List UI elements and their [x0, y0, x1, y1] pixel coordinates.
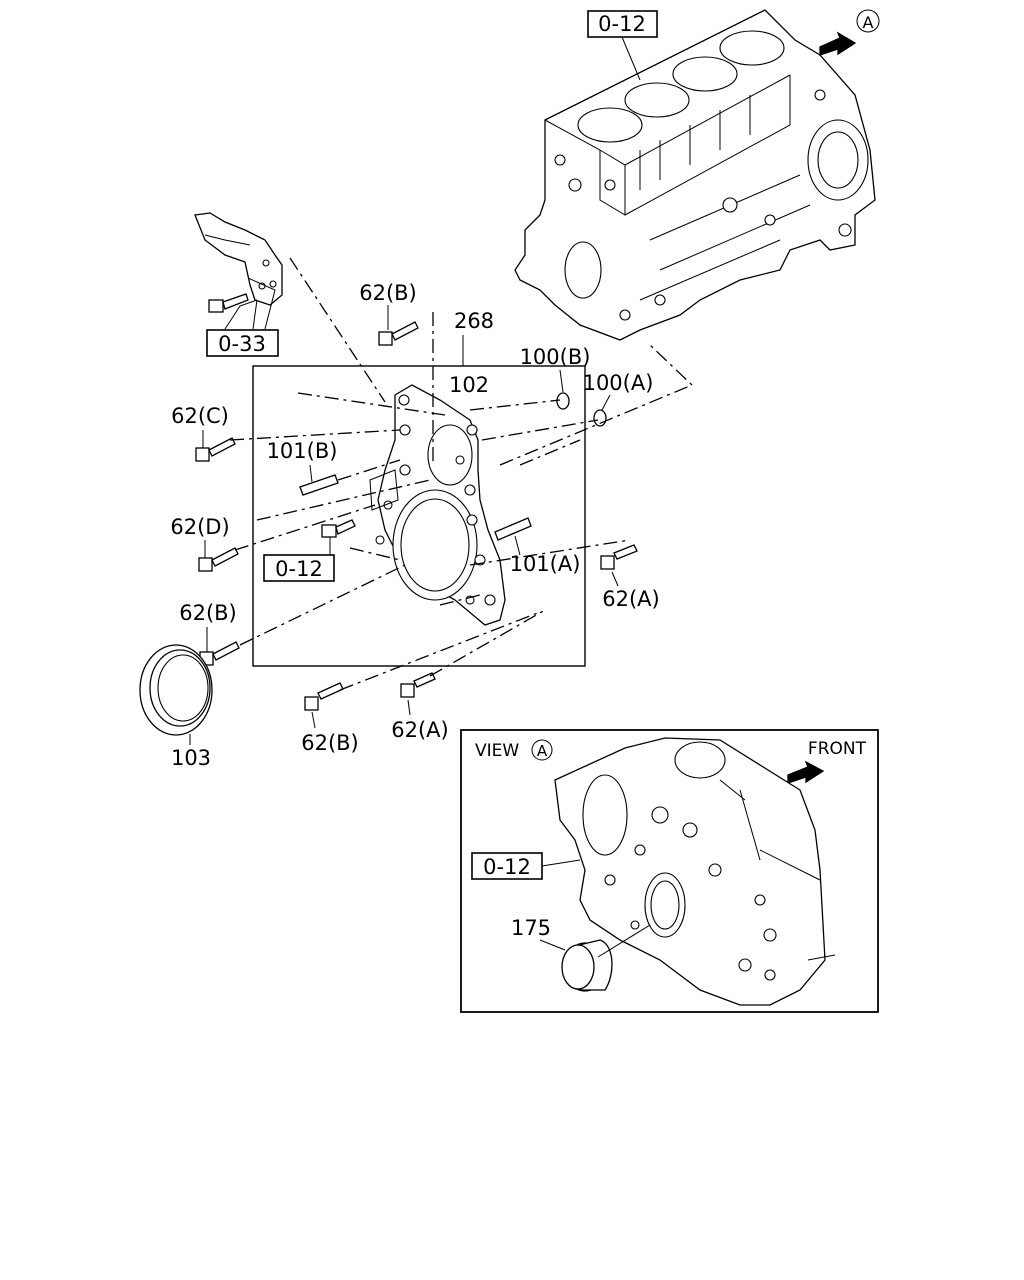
- inset-view-frame: [460, 729, 879, 1013]
- label-268: 268: [454, 309, 494, 333]
- o-ring-100b: [556, 392, 570, 410]
- bolt-62a-right: [600, 544, 638, 570]
- bolt-62a-bottom: [400, 672, 436, 698]
- bracket-ref-box: [206, 329, 279, 357]
- label-101b: 101(B): [267, 439, 338, 463]
- label-62a-right: 62(A): [602, 587, 659, 611]
- inset-block-illustration: [554, 737, 836, 1006]
- inset-front-label: FRONT: [808, 739, 867, 759]
- bracket-ref-label: 0-33: [218, 332, 266, 356]
- assembly-frame: [252, 365, 586, 667]
- inset-block-ref-label: 0-12: [483, 855, 531, 879]
- bolt-62d: [198, 547, 239, 572]
- label-62d: 62(D): [170, 515, 229, 539]
- bolt-62b-top: [378, 321, 419, 346]
- label-62b-bottom: 62(B): [301, 731, 359, 755]
- view-a-marker: A: [863, 13, 874, 32]
- oil-seal-103: [139, 644, 213, 736]
- stud-101a: [494, 517, 532, 541]
- label-62c: 62(C): [171, 404, 229, 428]
- label-100a: 100(A): [583, 371, 654, 395]
- label-62b-left: 62(B): [179, 601, 237, 625]
- label-62b-top: 62(B): [359, 281, 417, 305]
- inset-view-marker: A: [537, 742, 548, 760]
- stud-101b: [299, 474, 339, 496]
- label-100b: 100(B): [520, 345, 591, 369]
- leader-lines: [229, 312, 694, 691]
- bolt-62b-left: [199, 641, 240, 666]
- bushing-175: [561, 939, 613, 992]
- front-plate-illustration: [369, 384, 506, 626]
- view-a-arrow: A: [819, 9, 880, 56]
- bracket-illustration: [194, 212, 283, 306]
- block-ref-mid-label: 0-12: [275, 557, 323, 581]
- dowel-0-12: [321, 519, 356, 538]
- block-ref-top-label: 0-12: [598, 12, 646, 36]
- inset-view-title: VIEW: [475, 741, 519, 761]
- label-62a-bottom: 62(A): [391, 718, 448, 742]
- inset-label-175: 175: [511, 916, 551, 940]
- bracket-bolt: [208, 293, 249, 313]
- label-102: 102: [449, 373, 489, 397]
- front-arrow-icon: [787, 760, 825, 784]
- block-ref-mid-box: [263, 554, 335, 582]
- bolt-62c: [195, 437, 236, 462]
- label-101a: 101(A): [510, 552, 581, 576]
- engine-block-illustration: [514, 9, 876, 341]
- bolt-62b-bottom: [304, 682, 344, 711]
- label-103: 103: [171, 746, 211, 770]
